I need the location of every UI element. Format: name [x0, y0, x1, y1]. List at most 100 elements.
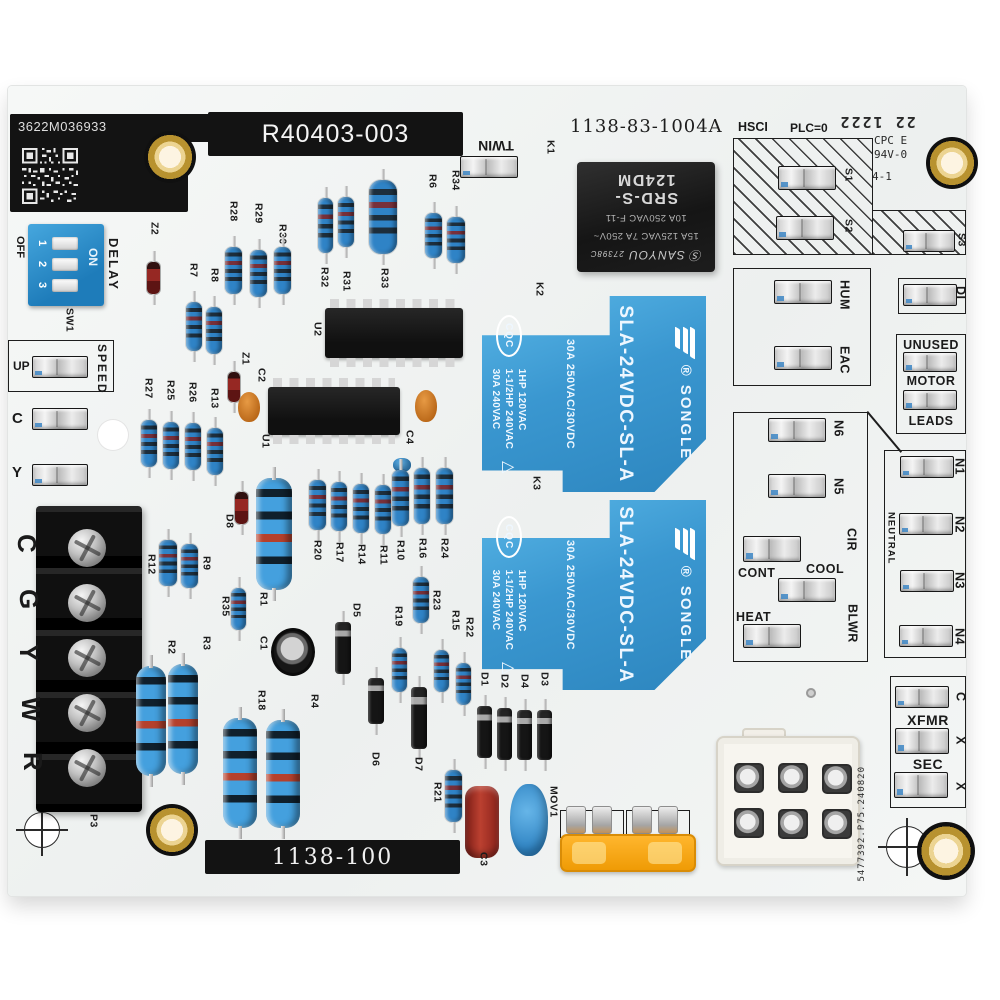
ref-r28: R28 — [227, 201, 240, 222]
screw-g[interactable] — [68, 584, 106, 622]
terminal-eac — [774, 346, 832, 370]
screw-w[interactable] — [68, 694, 106, 732]
mounting-hole-top-left — [144, 131, 196, 183]
dip-slider-1[interactable] — [52, 237, 78, 250]
terminal-s2 — [776, 216, 834, 240]
bottom-id: 1138-100 — [271, 844, 394, 870]
ref-r11: R11 — [377, 545, 390, 566]
resistor-r28 — [225, 247, 242, 294]
speed-box — [8, 340, 114, 392]
ref-r8: R8 — [208, 268, 221, 283]
plc-label: PLC=0 — [790, 121, 828, 135]
terminal-n2-label: N2 — [952, 516, 967, 533]
terminal-c-left — [32, 408, 88, 430]
ref-r2: R2 — [165, 640, 178, 655]
ref-r34: R34 — [449, 170, 462, 191]
ul-triangle-mark: △ — [499, 662, 517, 675]
resistor-r26 — [185, 423, 201, 470]
terminal-di-label: DI — [953, 286, 968, 300]
unused-label: UNUSED — [903, 338, 959, 352]
blade-fuse — [560, 834, 696, 872]
resistor-r34 — [447, 217, 465, 263]
block-label-r: R — [18, 752, 48, 771]
dip-off-label: OFF — [14, 236, 26, 258]
resistor-r32 — [318, 198, 333, 253]
terminal-cool-label: COOL — [806, 562, 845, 576]
molex-pin-3 — [822, 764, 852, 794]
terminal-n1-label: N1 — [952, 458, 967, 475]
ref-r29: R29 — [252, 203, 265, 224]
speed-up-label: UP — [13, 359, 30, 373]
ref-d2: D2 — [498, 674, 511, 689]
molex-pin-1 — [734, 763, 764, 793]
resistor-r2 — [136, 666, 166, 776]
screw-c[interactable] — [68, 529, 106, 567]
resistor-r35 — [231, 588, 246, 630]
terminal-s2-label: S2 — [842, 219, 855, 233]
ref-r32: R32 — [318, 267, 331, 288]
ref-r16: R16 — [416, 538, 429, 559]
cir-blwr-box — [733, 412, 868, 662]
diode-d5 — [335, 622, 351, 674]
dip-title: DELAY — [106, 238, 121, 291]
resistor-r8 — [206, 307, 222, 354]
dip-slider-2[interactable] — [52, 258, 78, 271]
terminal-heat — [743, 624, 801, 648]
terminal-eac-label: EAC — [837, 346, 852, 374]
ref-mov1: MOV1 — [547, 786, 560, 818]
diode-d4 — [517, 710, 532, 760]
terminal-xfmr-x-bottom — [894, 772, 948, 798]
ref-r10: R10 — [394, 540, 407, 561]
dip-switch-sw1[interactable]: 1 2 3 ON — [28, 224, 104, 306]
resistor-r6 — [425, 213, 442, 258]
terminal-s1 — [778, 166, 836, 190]
dip-pos1-label: 1 — [36, 240, 48, 247]
part-number-strip: R40403-003 — [208, 112, 463, 156]
resistor-r23 — [413, 577, 429, 623]
ref-r6: R6 — [426, 174, 439, 189]
relay-k1: Ⓢ SANYOU 27398C 15A 125VAC 7A 250V~ 10A … — [577, 162, 715, 272]
ref-p3: P3 — [87, 814, 100, 828]
di-box — [898, 278, 966, 314]
screw-y[interactable] — [68, 639, 106, 677]
ref-d1: D1 — [478, 672, 491, 687]
relay-k2-markings: ®SONGLE SLA-24VDC-SL-A 30A 250VAC/30VDC … — [482, 296, 706, 492]
cir-label: CIR — [844, 528, 859, 552]
ref-r33: R33 — [378, 268, 391, 289]
resistor-r9 — [181, 544, 198, 588]
ref-d7: D7 — [412, 757, 425, 772]
resistor-r15 — [434, 650, 449, 692]
terminal-y-left-label: Y — [12, 464, 23, 481]
terminal-xfmr-c-label: C — [953, 692, 968, 702]
ref-r22: R22 — [463, 617, 476, 638]
relay-k3-markings: ®SONGLE SLA-24VDC-SL-A 30A 250VAC/30VDC … — [482, 500, 706, 690]
resistor-r10 — [392, 470, 409, 526]
capacitor-c1 — [271, 628, 315, 676]
terminal-n6 — [768, 418, 826, 442]
ref-z1: Z1 — [239, 352, 252, 366]
ref-r15: R15 — [449, 610, 462, 631]
ref-r14: R14 — [355, 544, 368, 565]
resistor-r18 — [223, 718, 257, 828]
ref-r1: R1 — [257, 592, 270, 607]
ref-z2: Z2 — [148, 222, 161, 236]
xfmr-sec-box — [890, 676, 966, 808]
diode-d7 — [411, 687, 427, 749]
terminal-xfmr-x-top — [895, 728, 949, 754]
capacitor-disc — [393, 458, 411, 472]
ref-c1: C1 — [257, 636, 270, 651]
ul-triangle-mark: △ — [499, 461, 517, 474]
resistor-r25 — [163, 422, 179, 469]
molex-connector[interactable] — [716, 736, 860, 866]
ref-c4: C4 — [403, 430, 416, 445]
resistor-r12 — [159, 540, 177, 586]
resistor-r14 — [353, 484, 369, 533]
screw-r[interactable] — [68, 749, 106, 787]
ref-d8: D8 — [223, 514, 236, 529]
qr-code — [22, 148, 78, 204]
ul-rating: 94V-0 — [874, 148, 908, 161]
ref-r19: R19 — [392, 606, 405, 627]
dip-slider-3[interactable] — [52, 279, 78, 292]
resistor-r24 — [436, 468, 453, 524]
block-label-y: Y — [14, 644, 44, 662]
